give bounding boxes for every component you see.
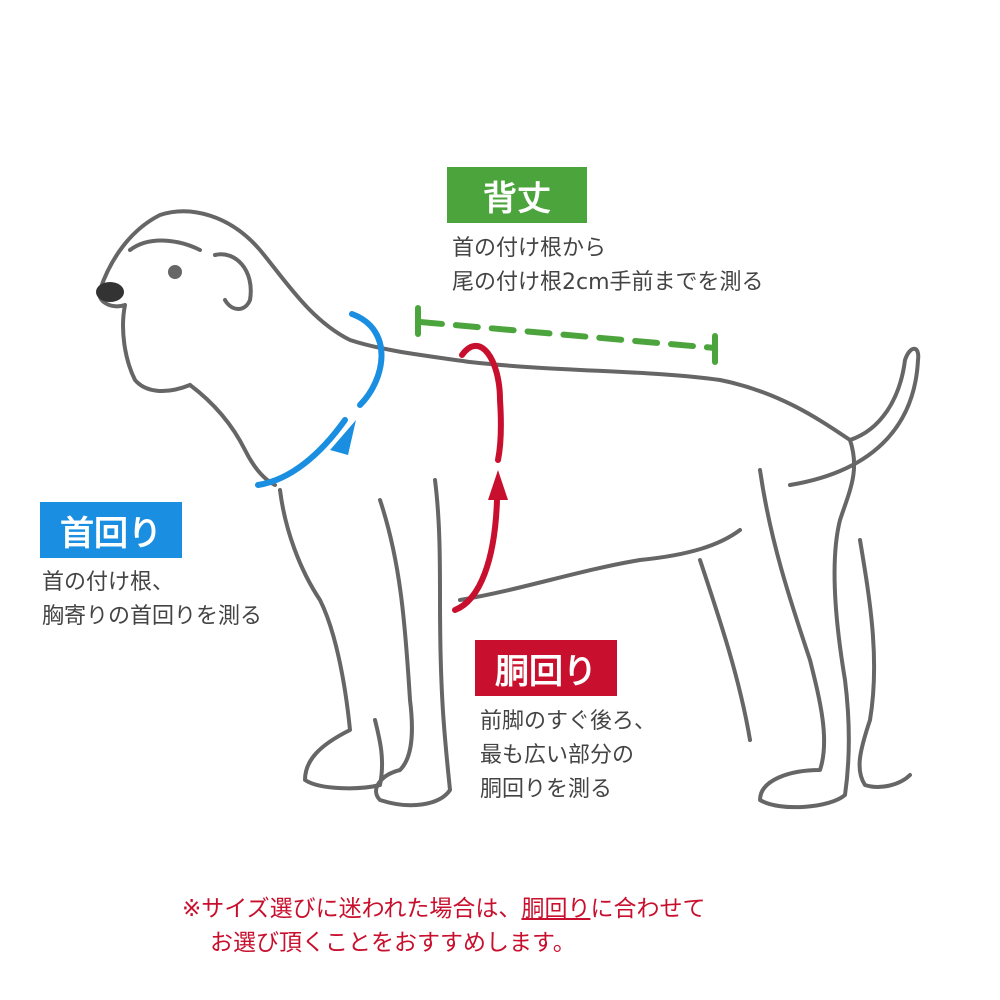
neck-desc-line2: 胸寄りの首回りを測る xyxy=(42,604,263,629)
back-length-desc-line2: 尾の付け根2cm手前までを測る xyxy=(452,270,764,295)
back-length-desc: 首の付け根から 尾の付け根2cm手前までを測る xyxy=(452,232,764,300)
back-length-badge: 背丈 xyxy=(447,167,587,223)
chest-desc-line3: 胴回りを測る xyxy=(480,777,613,802)
neck-circle xyxy=(255,311,385,488)
size-note: ※サイズ選びに迷われた場合は、胴回りに合わせて お選び頂くことをおすすめします。 xyxy=(182,892,705,960)
note-part1: ※サイズ選びに迷われた場合は、 xyxy=(182,896,522,922)
back-length-line xyxy=(415,305,718,365)
neck-desc-line1: 首の付け根、 xyxy=(42,570,175,595)
neck-badge: 首回り xyxy=(40,502,182,558)
chest-desc-line1: 前脚のすぐ後ろ、 xyxy=(480,709,657,734)
chest-desc-line2: 最も広い部分の xyxy=(480,743,635,768)
note-part2: に合わせて xyxy=(590,896,706,922)
note-underline: 胴回り xyxy=(521,896,591,922)
back-length-desc-line1: 首の付け根から xyxy=(452,236,607,261)
chest-badge: 胴回り xyxy=(475,640,617,696)
note-line2: お選び頂くことをおすすめします。 xyxy=(210,930,576,956)
chest-desc: 前脚のすぐ後ろ、 最も広い部分の 胴回りを測る xyxy=(480,705,656,807)
neck-desc: 首の付け根、 胸寄りの首回りを測る xyxy=(42,566,262,634)
chest-circle xyxy=(452,342,508,613)
